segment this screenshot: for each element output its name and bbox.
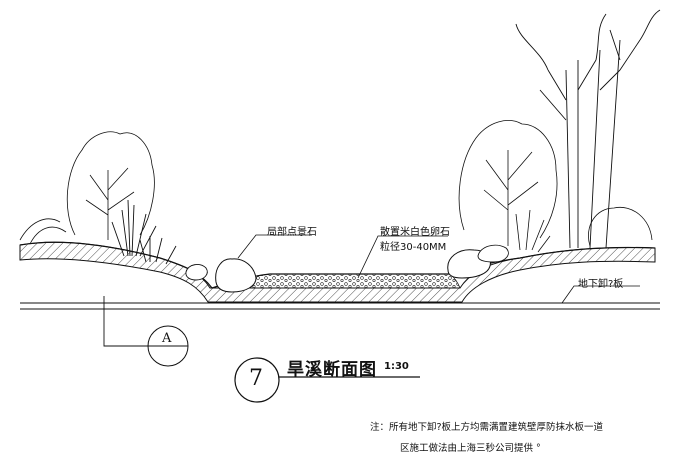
title-number-circle [234, 357, 280, 403]
note-line-2: 区施工做法由上海三秒公司提供 ° [400, 443, 541, 454]
label-drainage-board: 地下卸?板 [578, 279, 624, 290]
section-marker-letter: A [162, 331, 172, 346]
shrub-cluster-right [515, 206, 653, 253]
drawing-title: 旱溪断面图 [287, 360, 377, 380]
label-feature-rock: 局部点景石 [267, 227, 317, 238]
feature-rock-right-2 [477, 244, 509, 263]
shrub-right [458, 120, 558, 246]
shrub-left [19, 131, 155, 245]
board-leader-line [561, 285, 640, 304]
section-marker-leader [103, 296, 148, 347]
feature-rock-small [185, 264, 208, 281]
feature-rock-left [215, 258, 257, 293]
pebble-leader-line [357, 235, 448, 279]
note-line-1: 注：所有地下卸?板上方均需满置建筑壁厚防抹水板一道 [370, 422, 604, 433]
tall-trees [515, 9, 661, 249]
drawing-scale: 1:30 [384, 361, 409, 372]
title-number: 7 [249, 366, 263, 391]
rock-leader-line [237, 234, 312, 259]
label-pebbles: 散置米白色卵石 [380, 227, 450, 238]
grass-clump-left [111, 199, 177, 265]
label-pebble-size: 粒径30-40MM [380, 242, 447, 253]
